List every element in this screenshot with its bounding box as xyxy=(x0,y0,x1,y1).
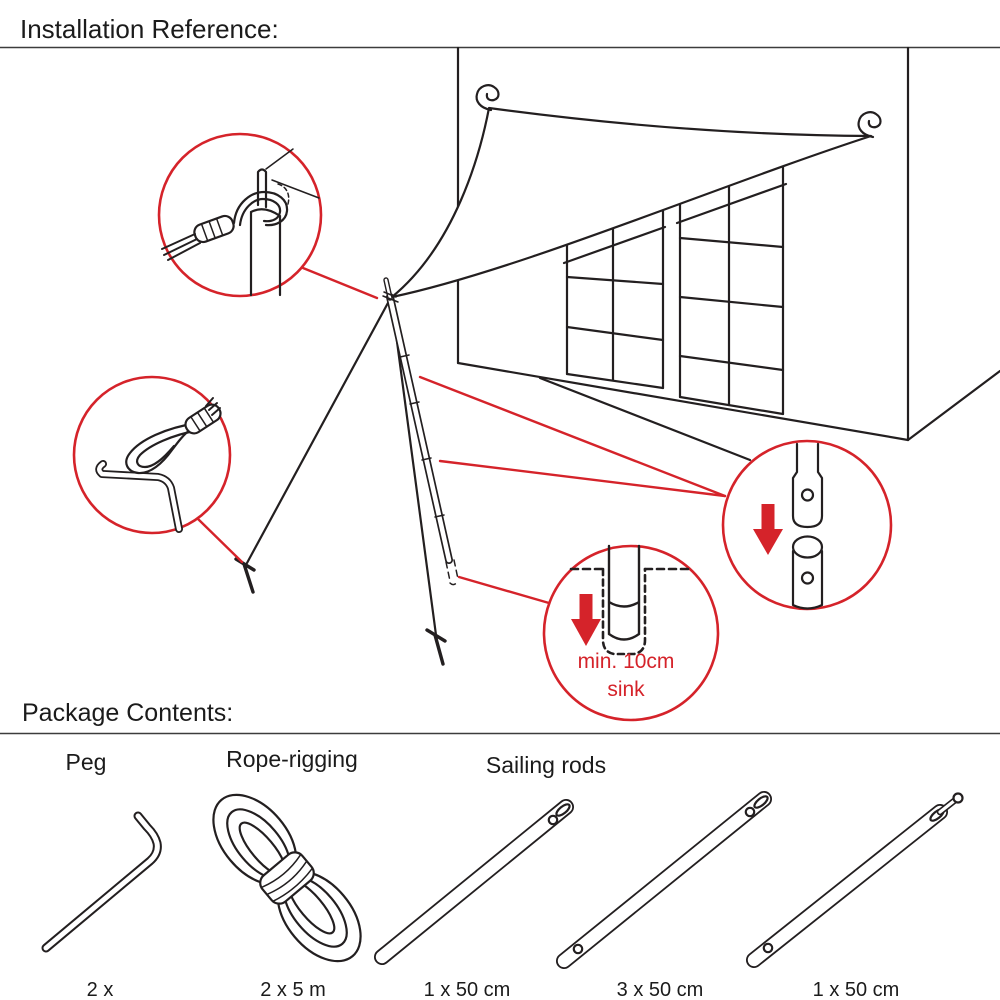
knot-turns xyxy=(190,407,215,432)
pole-zoomed xyxy=(249,208,282,297)
lower-rod-opening xyxy=(791,535,824,559)
item-label-rope: Rope-rigging xyxy=(226,746,358,772)
guy-ropes xyxy=(245,299,438,637)
upper-rod-end xyxy=(791,442,824,529)
leader-peg-knot xyxy=(195,516,244,564)
rod-inner xyxy=(375,800,573,964)
window-right-verticals xyxy=(678,164,785,416)
window xyxy=(562,164,788,416)
barrel-knot xyxy=(184,403,222,435)
rod-one-hole-icon xyxy=(374,799,574,965)
leader-rod-joint-lower xyxy=(438,459,727,498)
item-label-peg: Peg xyxy=(66,749,107,775)
knot-turns xyxy=(200,217,224,242)
guy-rope-right xyxy=(390,302,438,637)
rope-loop-inner xyxy=(238,197,282,227)
installation-title: Installation Reference: xyxy=(20,14,279,44)
rod-hole xyxy=(547,814,559,826)
shade-sail xyxy=(390,84,882,299)
rod-hole-top xyxy=(744,806,756,818)
leader-sink-depth xyxy=(457,575,551,605)
building-wall-bottom xyxy=(456,361,910,442)
qty-rod-2: 3 x 50 cm xyxy=(617,979,704,1000)
callout-leaders xyxy=(195,266,727,605)
bent-peg-icon xyxy=(41,811,162,953)
leader-pole-top-knot xyxy=(301,266,379,300)
rod-inner xyxy=(557,792,771,968)
sink-note-line2: sink xyxy=(607,678,645,701)
rod-hole-bottom xyxy=(572,943,584,955)
rod-inner xyxy=(747,805,947,967)
detail-circle-rod-joint xyxy=(721,439,893,611)
item-label-rods: Sailing rods xyxy=(486,752,606,778)
rod-hole xyxy=(762,942,774,954)
peg-inner xyxy=(43,813,160,951)
ground-line xyxy=(538,376,752,462)
rope-loop-outer xyxy=(232,190,289,227)
detail-circle-peg-knot xyxy=(72,375,232,535)
sink-note-line1: min. 10cm xyxy=(578,650,675,673)
hidden-rope-dashed xyxy=(277,183,290,208)
building-side-bottom xyxy=(906,369,1000,442)
qty-rope: 2 x 5 m xyxy=(260,979,326,1000)
rod-tip-ball xyxy=(952,792,964,804)
pole-body-inner xyxy=(387,294,452,563)
pole-top-knot xyxy=(382,291,399,303)
lower-rod-body xyxy=(791,549,824,610)
support-pole xyxy=(382,277,459,586)
rope-strands xyxy=(205,397,221,416)
magnifier-circle xyxy=(542,544,720,722)
detail-circle-sink-depth: min. 10cm sink xyxy=(542,544,720,722)
wall-hook-right-icon xyxy=(857,111,882,139)
barrel-knot xyxy=(193,214,235,244)
rod-opening xyxy=(753,795,769,809)
rope-strands xyxy=(161,233,201,261)
building xyxy=(456,46,1000,462)
detail-circle-pole-top-knot xyxy=(157,132,323,298)
package-contents: Peg Rope-rigging Sailing rods xyxy=(41,746,964,1000)
leader-rod-joint-upper xyxy=(418,375,727,498)
coil-wrap-turns xyxy=(261,854,313,902)
rod-tip-pin-icon xyxy=(746,792,964,968)
pole-joint-marks xyxy=(399,354,445,518)
guy-rope-left xyxy=(245,299,391,565)
ground-peg-left-icon xyxy=(234,557,256,594)
sink-arrow-head xyxy=(571,619,601,646)
peg-zoomed-inner xyxy=(97,461,182,532)
qty-rod-1: 1 x 50 cm xyxy=(424,979,511,1000)
pole-buried-tip-dashed xyxy=(445,559,459,586)
window-right-horizontals xyxy=(675,182,788,416)
knot-wrap xyxy=(193,214,235,244)
magnifier-circle xyxy=(157,132,323,298)
qty-peg: 2 x xyxy=(87,979,114,1000)
rope-loop-outer xyxy=(125,421,199,475)
rope-loop-inner xyxy=(136,428,201,469)
rope-coil-icon xyxy=(212,793,362,963)
window-left-horizontals xyxy=(562,225,667,390)
peg-outline xyxy=(41,811,162,953)
ground-peg-right-icon xyxy=(425,628,447,666)
rope-leads xyxy=(265,148,320,199)
wall-hook-left-icon xyxy=(475,84,500,112)
rod-opening xyxy=(555,803,571,817)
rod-two-hole-icon xyxy=(556,791,772,969)
ground-pegs xyxy=(234,557,447,666)
pole-in-ground xyxy=(607,544,641,641)
package-title: Package Contents: xyxy=(22,699,233,727)
insert-arrow-head xyxy=(753,529,783,555)
sail-canopy xyxy=(390,106,873,299)
sink-hole-dashed xyxy=(601,567,647,656)
lower-rod-hole xyxy=(800,571,815,585)
qty-rod-3: 1 x 50 cm xyxy=(813,979,900,1000)
magnifier-circle xyxy=(72,375,232,535)
upper-rod-hole xyxy=(800,488,815,502)
rod-tip-pin-inner xyxy=(938,799,956,814)
